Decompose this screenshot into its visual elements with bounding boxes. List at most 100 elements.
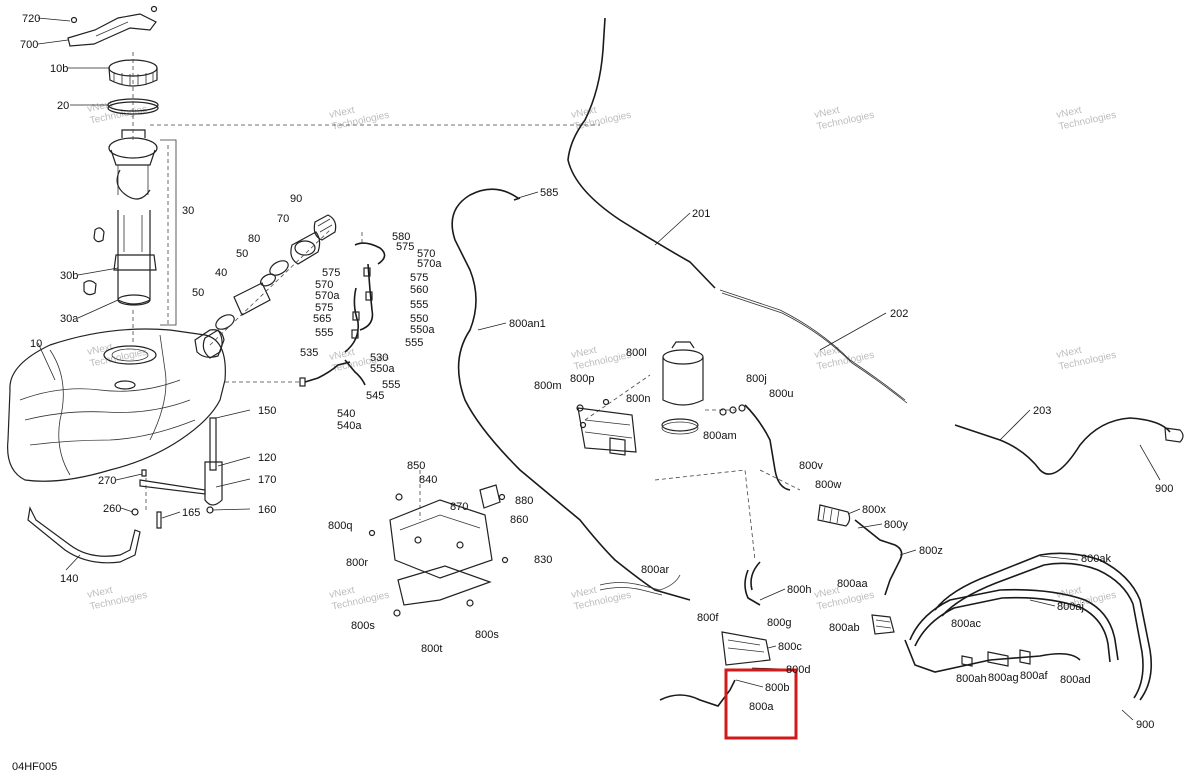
callout-label: 800ac (951, 618, 981, 630)
callout-label: 50 (192, 287, 204, 299)
callout-label: 30b (60, 270, 78, 282)
callout-label: 800q (328, 520, 352, 532)
callout-label: 800y (884, 519, 908, 531)
mounting-plate (368, 470, 509, 617)
callout-label: 800c (778, 641, 802, 653)
callout-label: 560 (410, 284, 428, 296)
vent-hose-assembly (299, 232, 386, 387)
watermark: vNext Technologies (1055, 105, 1117, 133)
callout-label: 40 (215, 267, 227, 279)
callout-label: 800m (534, 380, 562, 392)
callout-label: 800t (421, 643, 442, 655)
watermark-line1: vNext (328, 585, 356, 601)
callout-label: 800ag (988, 672, 1019, 684)
callout-label: 570a (315, 290, 340, 302)
callout-label: 140 (60, 573, 78, 585)
callout-label: 800l (626, 347, 647, 359)
callout-label: 800af (1020, 670, 1048, 682)
callout-label: 545 (366, 390, 384, 402)
callout-label: 260 (103, 503, 121, 515)
callout-label: 800r (346, 557, 368, 569)
callout-label: 800d (786, 664, 810, 676)
callout-label: 800aj (1057, 601, 1084, 613)
watermark-line1: vNext (813, 105, 841, 121)
callout-label: 800am (703, 430, 737, 442)
callout-label: 840 (419, 474, 437, 486)
callout-label: 800g (767, 617, 791, 629)
watermark: vNext Technologies (328, 585, 390, 613)
callout-label: 90 (290, 193, 302, 205)
callout-label: 900 (1155, 483, 1173, 495)
callout-label: 555 (315, 327, 333, 339)
callout-label: 575 (410, 272, 428, 284)
callout-label: 800v (799, 460, 823, 472)
callout-label: 800h (787, 584, 811, 596)
callout-label: 880 (515, 495, 533, 507)
callout-label: 165 (182, 507, 200, 519)
callout-label: 535 (300, 347, 318, 359)
watermark-line1: vNext (1055, 345, 1083, 361)
tank-strap-assembly (27, 417, 223, 564)
callout-label: 800x (862, 504, 886, 516)
callout-label: 10b (50, 63, 68, 75)
callout-label: 800b (765, 682, 789, 694)
callout-label: 830 (534, 554, 552, 566)
callout-label: 550 (410, 313, 428, 325)
callout-labels: 72070010b203030b30a109070805040505805755… (20, 13, 1173, 731)
callout-label: 575 (315, 302, 333, 314)
fuel-lines (451, 17, 1184, 707)
callout-label: 10 (30, 338, 42, 350)
filler-neck-assembly (202, 214, 337, 359)
callout-label: 550a (370, 363, 395, 375)
callout-label: 580 (392, 231, 410, 243)
watermark-line1: vNext (1055, 105, 1083, 121)
callout-label: 800p (570, 373, 594, 385)
callout-label: 800a (749, 701, 774, 713)
callout-label: 800ah (956, 673, 987, 685)
callout-label: 870 (450, 501, 468, 513)
watermark: vNext Technologies (86, 585, 148, 613)
watermark: vNext Technologies (1055, 345, 1117, 373)
watermark: vNext Technologies (813, 105, 875, 133)
callout-label: 550a (410, 324, 435, 336)
watermark-line1: vNext (86, 585, 114, 601)
callout-label: 565 (313, 313, 331, 325)
callout-label: 800an1 (509, 318, 546, 330)
vent-valve-bracket (576, 398, 637, 456)
callout-label: 120 (258, 452, 276, 464)
fuel-tank (7, 328, 300, 482)
callout-label: 170 (258, 474, 276, 486)
callout-label: 850 (407, 460, 425, 472)
callout-label: 800z (919, 545, 943, 557)
callout-label: 555 (410, 299, 428, 311)
callout-label: 30 (182, 205, 194, 217)
callout-label: 570 (315, 279, 333, 291)
callout-label: 70 (277, 213, 289, 225)
watermark-line1: vNext (328, 347, 356, 363)
callout-label: 555 (405, 337, 423, 349)
callout-label: 160 (258, 504, 276, 516)
callout-label: 800ad (1060, 674, 1091, 686)
watermark-layer: vNext Technologies vNext Technologies vN… (86, 99, 1117, 613)
watermark-line1: vNext (813, 345, 841, 361)
callout-label: 50 (236, 248, 248, 260)
callout-label: 800s (351, 620, 375, 632)
diagram-code: 04HF005 (12, 761, 57, 773)
callout-label: 555 (382, 379, 400, 391)
callout-label: 540 (337, 408, 355, 420)
callout-label: 202 (890, 308, 908, 320)
callout-label: 800n (626, 393, 650, 405)
callout-label: 800s (475, 629, 499, 641)
callout-label: 530 (370, 352, 388, 364)
callout-label: 585 (540, 187, 558, 199)
callout-label: 30a (60, 313, 79, 325)
callout-label: 800ak (1081, 553, 1111, 565)
callout-label: 540a (337, 420, 362, 432)
watermark-line1: vNext (570, 105, 598, 121)
watermark-line1: vNext (328, 105, 356, 121)
watermark-line1: vNext (86, 99, 114, 115)
callout-label: 800w (815, 479, 841, 491)
callout-label: 720 (22, 13, 40, 25)
watermark-line1: vNext (86, 342, 114, 358)
